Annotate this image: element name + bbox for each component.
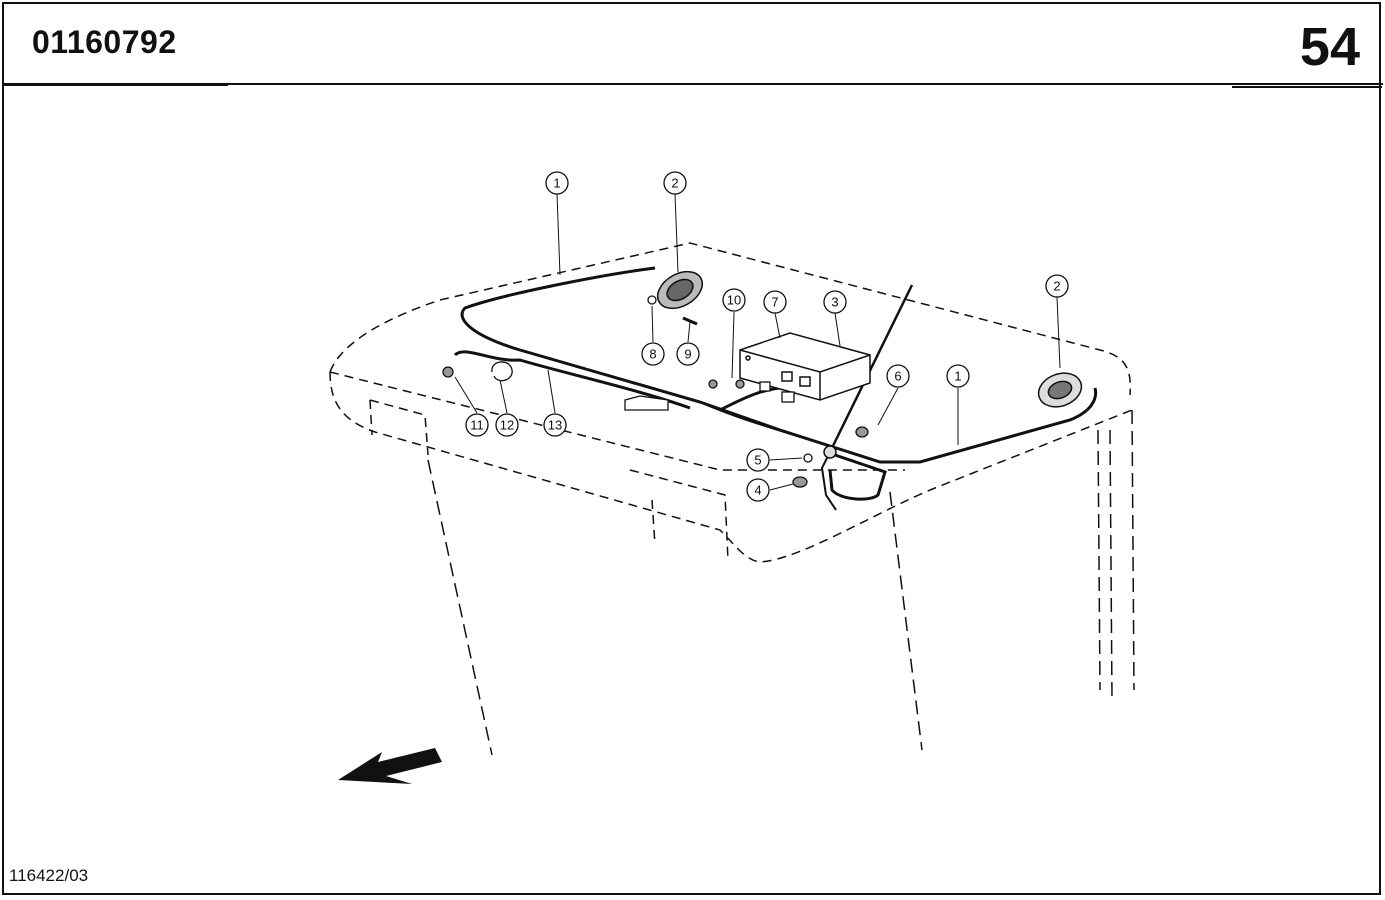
callout-1: 1 bbox=[545, 171, 569, 195]
callout-3: 3 bbox=[823, 290, 847, 314]
svg-text:1: 1 bbox=[954, 369, 961, 384]
antenna bbox=[820, 284, 914, 511]
connector-icon bbox=[781, 391, 795, 403]
callout-6: 6 bbox=[886, 364, 910, 388]
connector-icon bbox=[759, 381, 771, 392]
callout-9: 9 bbox=[676, 342, 700, 366]
base-part-4-icon bbox=[792, 476, 808, 488]
grommet-part-10-icon bbox=[708, 379, 718, 389]
plug-connector-icon bbox=[624, 395, 669, 411]
svg-text:3: 3 bbox=[831, 295, 838, 310]
header-divider bbox=[2, 83, 1383, 85]
part-number: 01160792 bbox=[32, 24, 177, 60]
svg-text:5: 5 bbox=[754, 453, 761, 468]
small-parts bbox=[442, 295, 869, 488]
cable-harness bbox=[453, 266, 1098, 501]
callout-1-right: 1 bbox=[946, 364, 970, 388]
callout-11: 11 bbox=[465, 413, 489, 437]
left-speaker-icon bbox=[656, 270, 704, 310]
svg-text:12: 12 bbox=[500, 418, 514, 433]
callout-10: 10 bbox=[722, 288, 746, 312]
nut-part-5-icon bbox=[803, 453, 813, 463]
svg-text:9: 9 bbox=[684, 347, 691, 362]
callout-12: 12 bbox=[495, 413, 519, 437]
svg-text:13: 13 bbox=[548, 418, 562, 433]
callout-2-right: 2 bbox=[1045, 274, 1069, 298]
svg-text:7: 7 bbox=[771, 295, 778, 310]
callout-4: 4 bbox=[746, 478, 770, 502]
right-speaker-icon bbox=[1037, 372, 1083, 408]
callout-13: 13 bbox=[543, 413, 567, 437]
grommet-part-6-icon bbox=[855, 426, 869, 438]
callout-8: 8 bbox=[641, 342, 665, 366]
page-number-underline bbox=[1232, 86, 1382, 88]
svg-text:2: 2 bbox=[1053, 279, 1060, 294]
svg-text:6: 6 bbox=[894, 369, 901, 384]
callout-2: 2 bbox=[663, 171, 687, 195]
svg-text:10: 10 bbox=[727, 293, 741, 308]
page-number: 54 bbox=[1299, 17, 1360, 77]
screw-part-9-icon bbox=[682, 316, 698, 326]
svg-text:2: 2 bbox=[671, 176, 678, 191]
part-number-underline bbox=[2, 84, 228, 86]
svg-text:8: 8 bbox=[649, 347, 656, 362]
svg-text:11: 11 bbox=[470, 418, 484, 433]
callout-7: 7 bbox=[763, 290, 787, 314]
svg-text:1: 1 bbox=[553, 176, 560, 191]
callout-5: 5 bbox=[746, 448, 770, 472]
svg-text:4: 4 bbox=[754, 483, 761, 498]
radio-unit bbox=[739, 332, 871, 401]
cab-post-lines bbox=[427, 409, 1135, 756]
nut-part-8-icon bbox=[647, 295, 657, 305]
cab-roof-outline bbox=[329, 242, 1133, 563]
grommet-icon bbox=[735, 379, 745, 389]
grommet-part-11-icon bbox=[442, 366, 454, 378]
reference-code: 116422/03 bbox=[9, 866, 89, 885]
clip-part-12-icon bbox=[491, 361, 513, 382]
leader-lines bbox=[454, 193, 1061, 491]
direction-arrow-icon bbox=[338, 748, 442, 784]
